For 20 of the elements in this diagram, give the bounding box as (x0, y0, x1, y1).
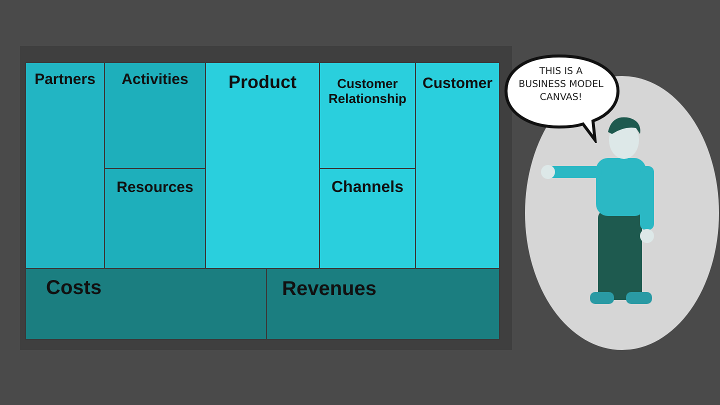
canvas-block (415, 62, 500, 269)
block-title: Customer (421, 75, 494, 92)
block-title: Customer Relationship (327, 77, 408, 107)
block-title: Costs (46, 277, 102, 300)
canvas-block (25, 268, 267, 340)
speech-text: THIS IS A BUSINESS MODEL CANVAS! (518, 66, 604, 104)
speech-bubble (503, 53, 621, 143)
canvas-block (319, 168, 416, 269)
canvas-block (25, 62, 105, 269)
canvas-block (104, 62, 206, 169)
block-title: Partners (34, 71, 96, 88)
canvas-block (205, 62, 320, 269)
block-title: Channels (330, 179, 404, 198)
block-title: Product (227, 72, 298, 93)
canvas-block (319, 62, 416, 169)
block-title: Resources (116, 179, 194, 196)
canvas-block (104, 168, 206, 269)
canvas-block (266, 268, 500, 340)
block-title: Revenues (282, 278, 376, 301)
block-title: Activities (120, 71, 190, 88)
